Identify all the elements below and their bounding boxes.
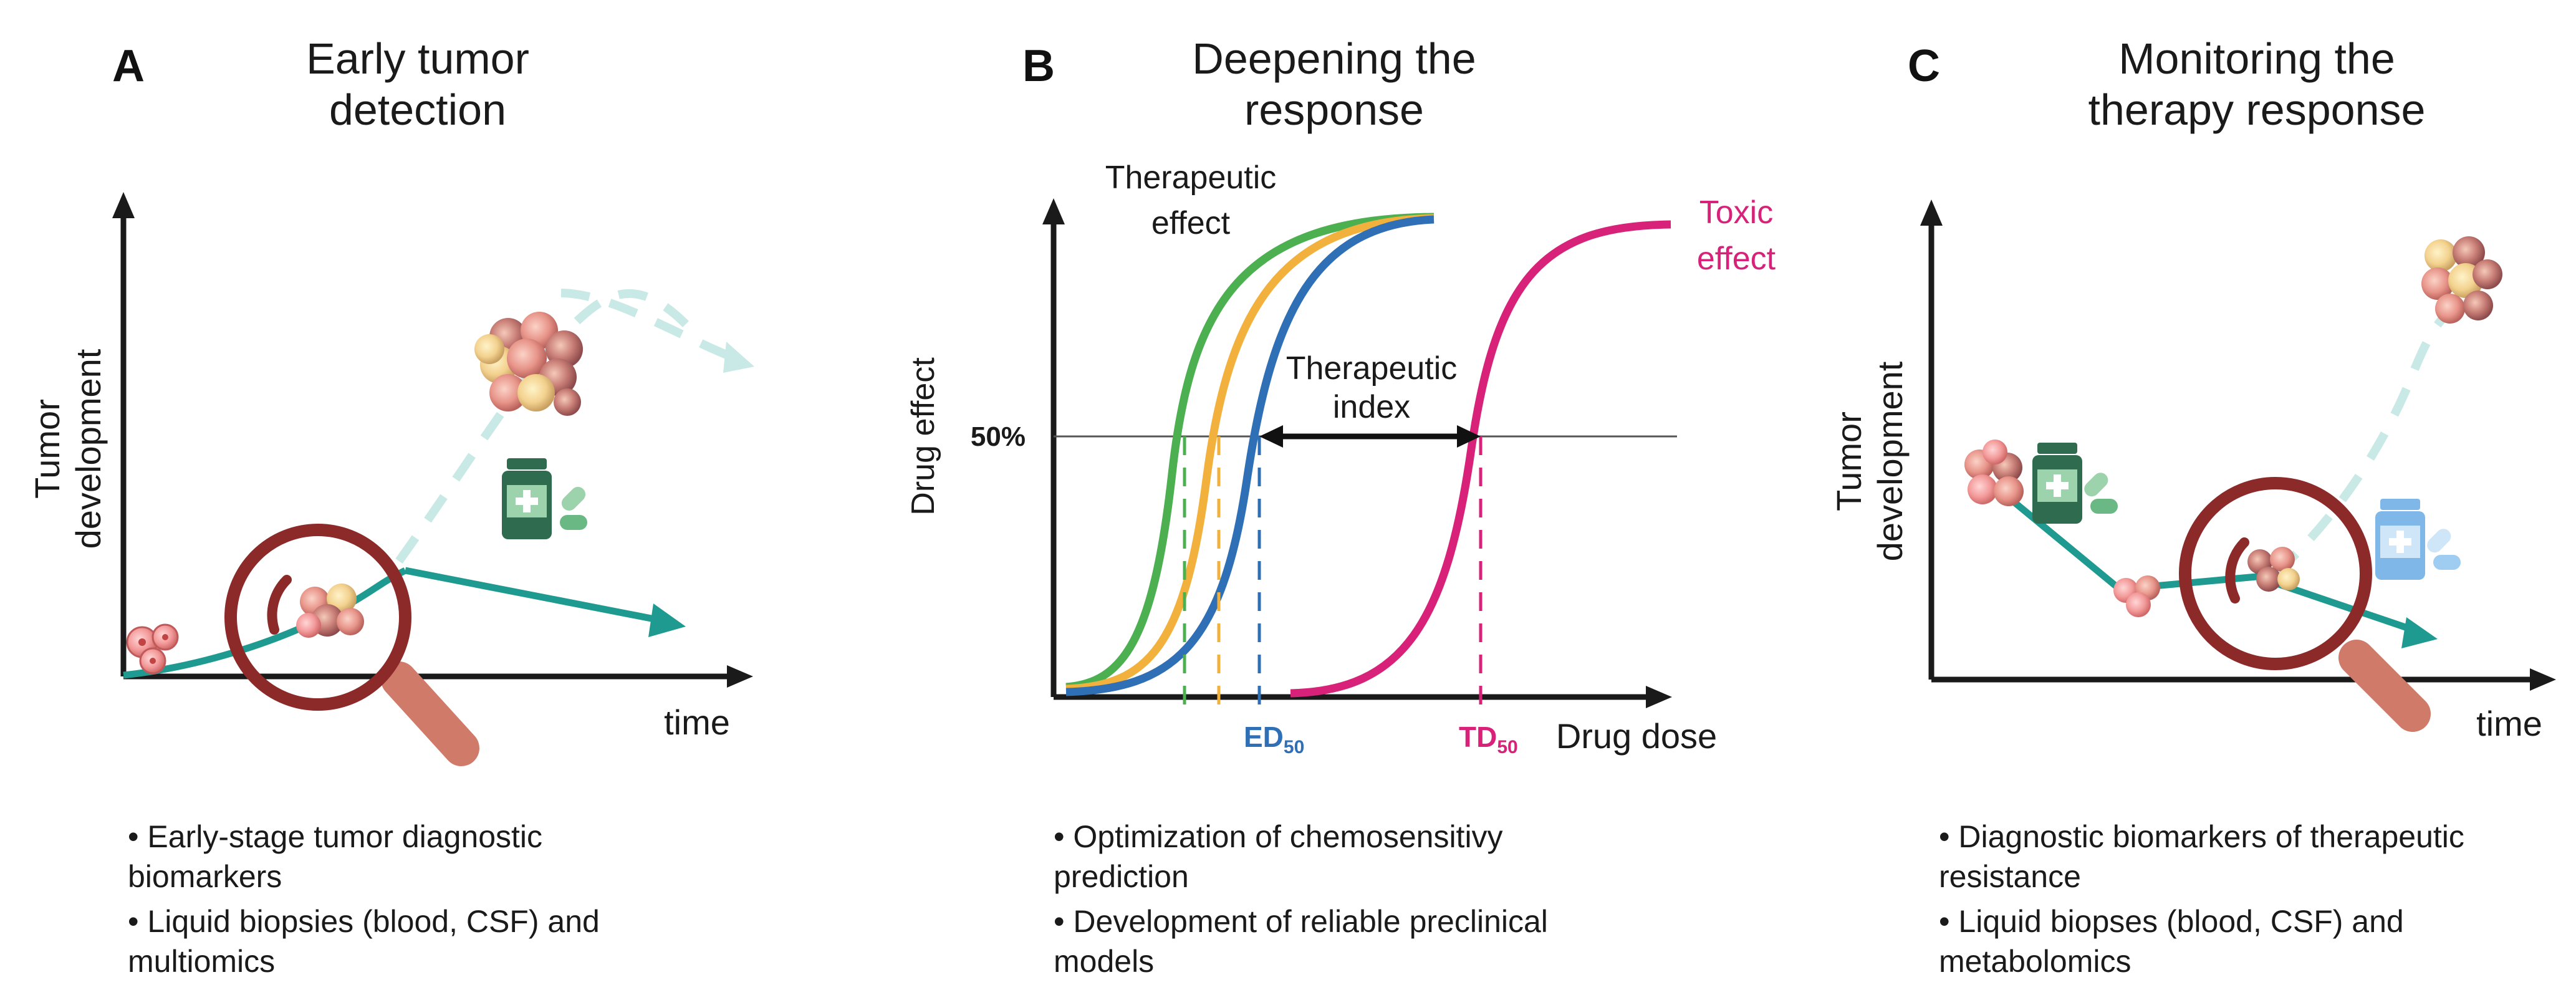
panel-a-axes [112,192,753,688]
panel-b-ed50-label: ED50 [1244,721,1304,757]
panel-b-axes [1042,198,1672,708]
panel-b-green-curve [1065,213,1435,691]
panel-b-toxic-curve [1290,220,1671,698]
panel-c-bullet-2: • Liquid biopses (blood, CSF) and metabo… [1939,901,2500,981]
panel-a-bullet-list: • Early-stage tumor diagnostic biomarker… [128,817,689,986]
panel-c-xlabel: time [2476,704,2542,743]
panel-a-ylabel: Tumor development [27,349,108,549]
panel-c-medicine-bottle-icon [2032,443,2082,524]
panel-c: C Monitoring the therapy response Tumor … [1829,34,2556,743]
panel-b-bullet-1-line1: • Optimization of chemosensitivy [1054,819,1503,854]
panel-b-blue-curve [1065,215,1435,696]
panel-b-xlabel: Drug dose [1556,716,1717,756]
panel-letter-a: A [112,41,145,91]
panel-c-bullet-1-line1: • Diagnostic biomarkers of therapeutic [1939,819,2464,854]
panel-b-bullet-1: • Optimization of chemosensitivy predict… [1054,817,1615,897]
panel-a-small-tumor-icon [126,623,179,675]
panel-b-bullet-2-line1: • Development of reliable preclinical [1054,904,1548,939]
panel-b-therapeutic-label-line1: Therapeutic [1105,160,1277,196]
panel-a-bullet-2-line1: • Liquid biopsies (blood, CSF) and [128,904,600,939]
panel-c-axes [1920,200,2556,691]
panel-a-bullet-1-line1: • Early-stage tumor diagnostic [128,819,543,854]
panel-b-ylabel: Drug effect [905,357,941,516]
panel-a-bullet-2-line2: multiomics [128,944,276,979]
panel-c-bullet-2-line1: • Liquid biopses (blood, CSF) and [1939,904,2404,939]
panel-b-tick-50: 50% [971,421,1026,452]
panel-c-pill-icon [2084,473,2118,514]
panel-c-ylabel: Tumor development [1829,361,1910,561]
panel-a-title-line1: Early tumor [306,34,529,83]
panel-c-mid-tumor-icon [2113,575,2160,617]
panel-b-therapeutic-index-arrow [1259,425,1481,448]
panel-c-title-line2: therapy response [2088,85,2426,134]
panel-a-ylabel-line1: Tumor [27,399,67,499]
panel-c-ylabel-line2: development [1870,361,1910,561]
panel-b-title-line2: response [1244,85,1424,134]
panel-c-bullet-list: • Diagnostic biomarkers of therapeutic r… [1939,817,2500,986]
panel-c-bullet-2-line2: metabolomics [1939,944,2131,979]
panel-b-bullet-2: • Development of reliable preclinical mo… [1054,901,1615,981]
panel-letter-b: B [1022,41,1055,91]
panel-b-title-line1: Deepening the [1192,34,1476,83]
panel-b-index-label-line1: Therapeutic [1286,350,1458,387]
panel-a-tumor-cluster-icon [474,312,583,416]
panel-a-projected-growth-line-top [560,289,738,363]
panel-c-bullet-1: • Diagnostic biomarkers of therapeutic r… [1939,817,2500,897]
panel-b-toxic-label-line1: Toxic [1699,195,1773,231]
panel-c-start-tumor-icon [1964,440,2024,506]
panel-a-projected-arrowhead [723,342,754,373]
panel-a-xlabel: time [664,703,730,742]
panel-a-bullet-1-line2: biomarkers [128,859,282,894]
panel-b-bullet-1-line2: prediction [1054,859,1189,894]
panel-b-bullet-2-line2: models [1054,944,1155,979]
panel-b-td50-main: TD [1459,721,1497,753]
panel-a-title-line2: detection [329,85,506,134]
panel-b-toxic-label-line2: effect [1697,241,1776,277]
panel-letter-c: C [1908,41,1940,91]
panel-a-ylabel-line2: development [69,349,108,549]
panel-c-bullet-1-line2: resistance [1939,859,2081,894]
panel-c-ylabel-line1: Tumor [1829,411,1868,511]
panel-a-treated-arrowhead [648,603,686,637]
panel-b-td50-label: TD50 [1459,721,1518,757]
panel-a: A Early tumor detection Tumor developmen… [27,34,754,766]
panel-a-magnifier-icon [224,524,479,766]
panel-c-response-arrowhead [2401,617,2438,648]
panel-b-td50-sub: 50 [1497,737,1517,757]
panel-b-therapeutic-label-line2: effect [1151,205,1231,241]
panel-b-ed50-sub: 50 [1284,737,1304,757]
panel-b-index-label-line2: index [1333,389,1410,425]
panel-a-medicine-bottle-icon [502,458,552,539]
panel-a-bullet-1: • Early-stage tumor diagnostic biomarker… [128,817,689,897]
panel-c-relapse-tumor-icon [2421,236,2502,324]
panel-a-treated-curve [404,567,662,624]
panel-b: B Deepening the response Drug effect 50% [905,34,1776,757]
panel-a-pill-icon [560,486,587,530]
panel-c-medicine-bottle-light-icon [2375,499,2425,580]
panel-a-bullet-2: • Liquid biopsies (blood, CSF) and multi… [128,901,689,981]
panel-c-title-line1: Monitoring the [2118,34,2395,83]
panel-b-bullet-list: • Optimization of chemosensitivy predict… [1054,817,1615,986]
panel-b-ed50-main: ED [1244,721,1284,753]
panel-c-pill-light-icon [2427,529,2461,570]
panel-c-relapse-line [2272,297,2461,577]
panel-b-yellow-curve [1065,214,1435,693]
panel-c-magnifier-icon [2179,477,2431,732]
